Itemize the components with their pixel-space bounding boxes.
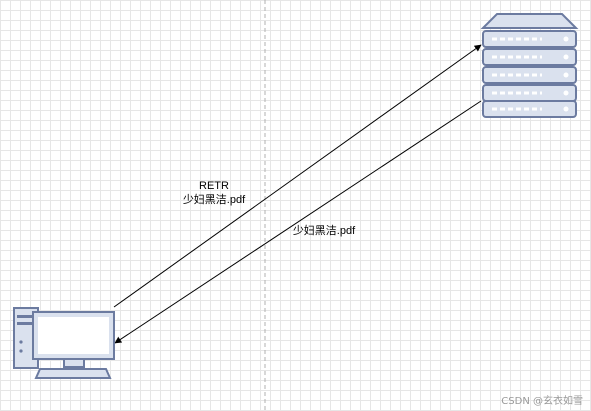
request-arrow bbox=[113, 44, 482, 308]
response-arrow bbox=[114, 100, 482, 344]
desktop-computer-icon bbox=[13, 307, 115, 379]
response-filename: 少妇黑洁.pdf bbox=[292, 225, 356, 237]
request-label: RETR 少妇黑洁.pdf bbox=[172, 179, 256, 207]
watermark: CSDN @玄衣如雪 bbox=[501, 396, 583, 407]
request-command: RETR bbox=[199, 180, 229, 192]
response-label: 少妇黑洁.pdf bbox=[282, 224, 366, 238]
request-filename: 少妇黑洁.pdf bbox=[182, 194, 246, 206]
server-rack-icon bbox=[480, 13, 579, 118]
